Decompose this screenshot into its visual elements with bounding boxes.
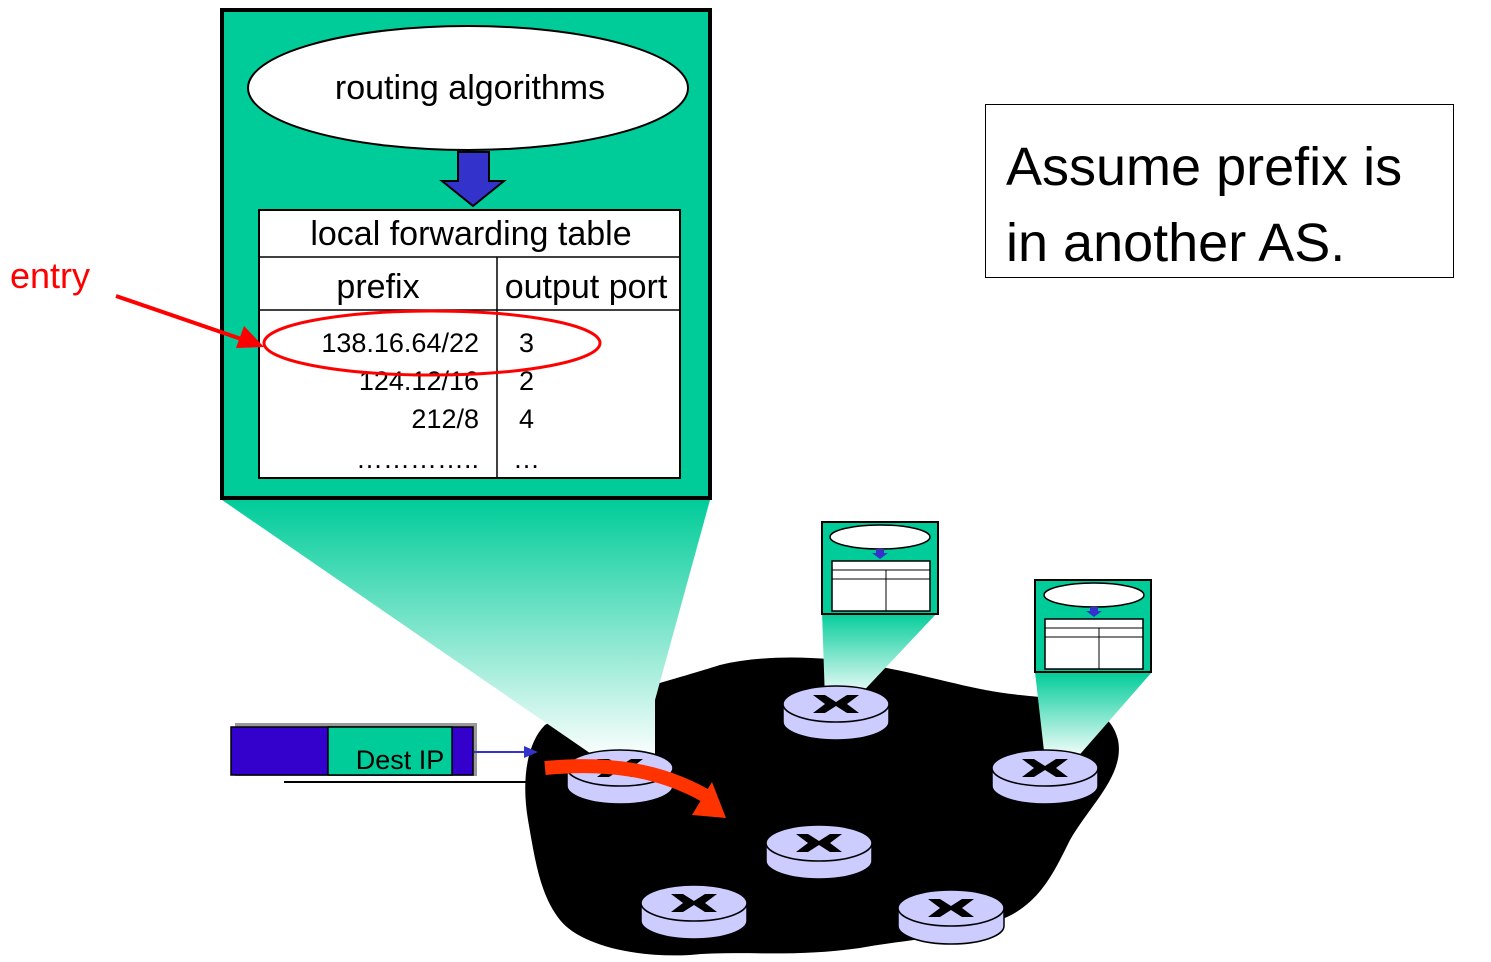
entry-pointer-arrow: [115, 294, 251, 344]
table-row-port: 2: [519, 366, 534, 396]
entry-arrowhead-icon: [236, 326, 264, 348]
forwarding-table: [258, 209, 681, 479]
assumption-callout: Assume prefix is in another AS.: [985, 104, 1454, 278]
router-icon: [640, 884, 748, 940]
routing-algorithms-label: routing algorithms: [335, 69, 605, 107]
forwarding-table-title: local forwarding table: [310, 215, 631, 253]
port-label-3: 3: [606, 818, 627, 860]
table-row-prefix: 138.16.64/22: [321, 328, 479, 358]
zoom-beam-main: [222, 500, 710, 760]
table-row-prefix: 212/8: [411, 404, 479, 434]
forwarding-path-arrowhead-icon: [692, 782, 726, 818]
table-row-prefix: …………..: [356, 444, 479, 474]
packet-arrowhead-icon: [524, 746, 538, 758]
prefix-column-header: prefix: [336, 268, 419, 306]
output-port-column-header: output port: [505, 268, 668, 306]
right-router-zoom-box: [1034, 579, 1152, 673]
table-row-port: 3: [519, 328, 534, 358]
zoom-beam-top-router: [822, 612, 938, 700]
top-router-zoom-box: [821, 521, 939, 615]
down-arrow-icon: [439, 151, 507, 208]
forwarding-path-arrow: [544, 759, 710, 803]
port-label-2: 2: [657, 804, 678, 846]
router-icon: [991, 749, 1099, 805]
router-icon: [765, 824, 873, 880]
dest-ip-label: Dest IP: [356, 745, 445, 775]
router-icon: [782, 685, 890, 741]
port-label-1: 1: [678, 715, 699, 757]
routing-algorithms-oval: [247, 25, 689, 151]
zoom-beam-right-router: [1035, 672, 1152, 760]
entry-highlight-ellipse: [262, 309, 602, 377]
router-icon: [897, 889, 1005, 945]
packet: Dest IP: [230, 723, 477, 776]
entry-label: entry: [10, 255, 90, 296]
table-row-port: …: [513, 444, 540, 474]
table-row-port: 4: [519, 404, 534, 434]
table-row-prefix: 124.12/16: [359, 366, 479, 396]
